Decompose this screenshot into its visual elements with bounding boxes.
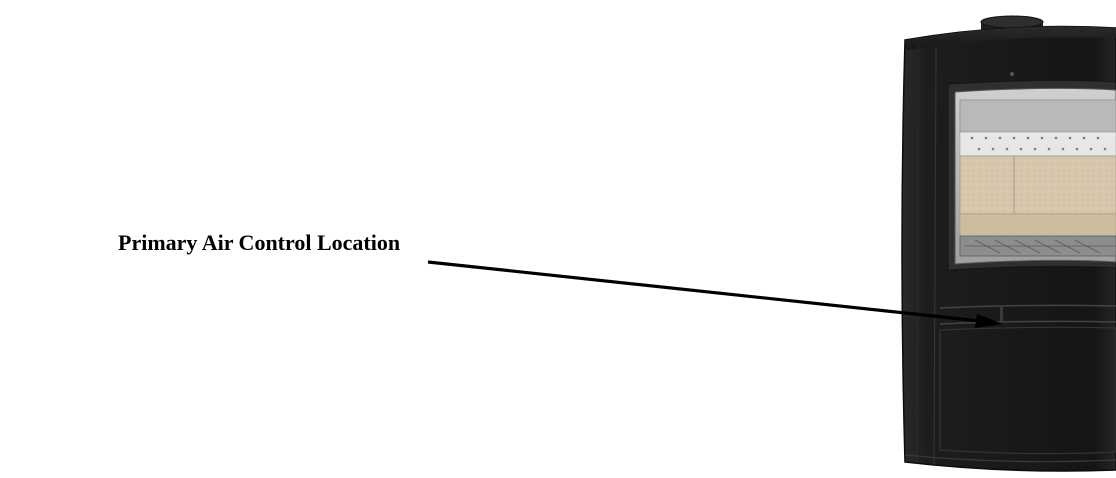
primary-air-control xyxy=(939,304,1116,325)
airwash-holes xyxy=(970,136,1107,151)
lower-panel xyxy=(939,326,1116,455)
callout-label-primary-air-control: Primary Air Control Location xyxy=(118,230,401,255)
indicator-dot xyxy=(1010,72,1014,76)
door-window xyxy=(947,79,1116,271)
leader-arrow xyxy=(427,260,1003,328)
